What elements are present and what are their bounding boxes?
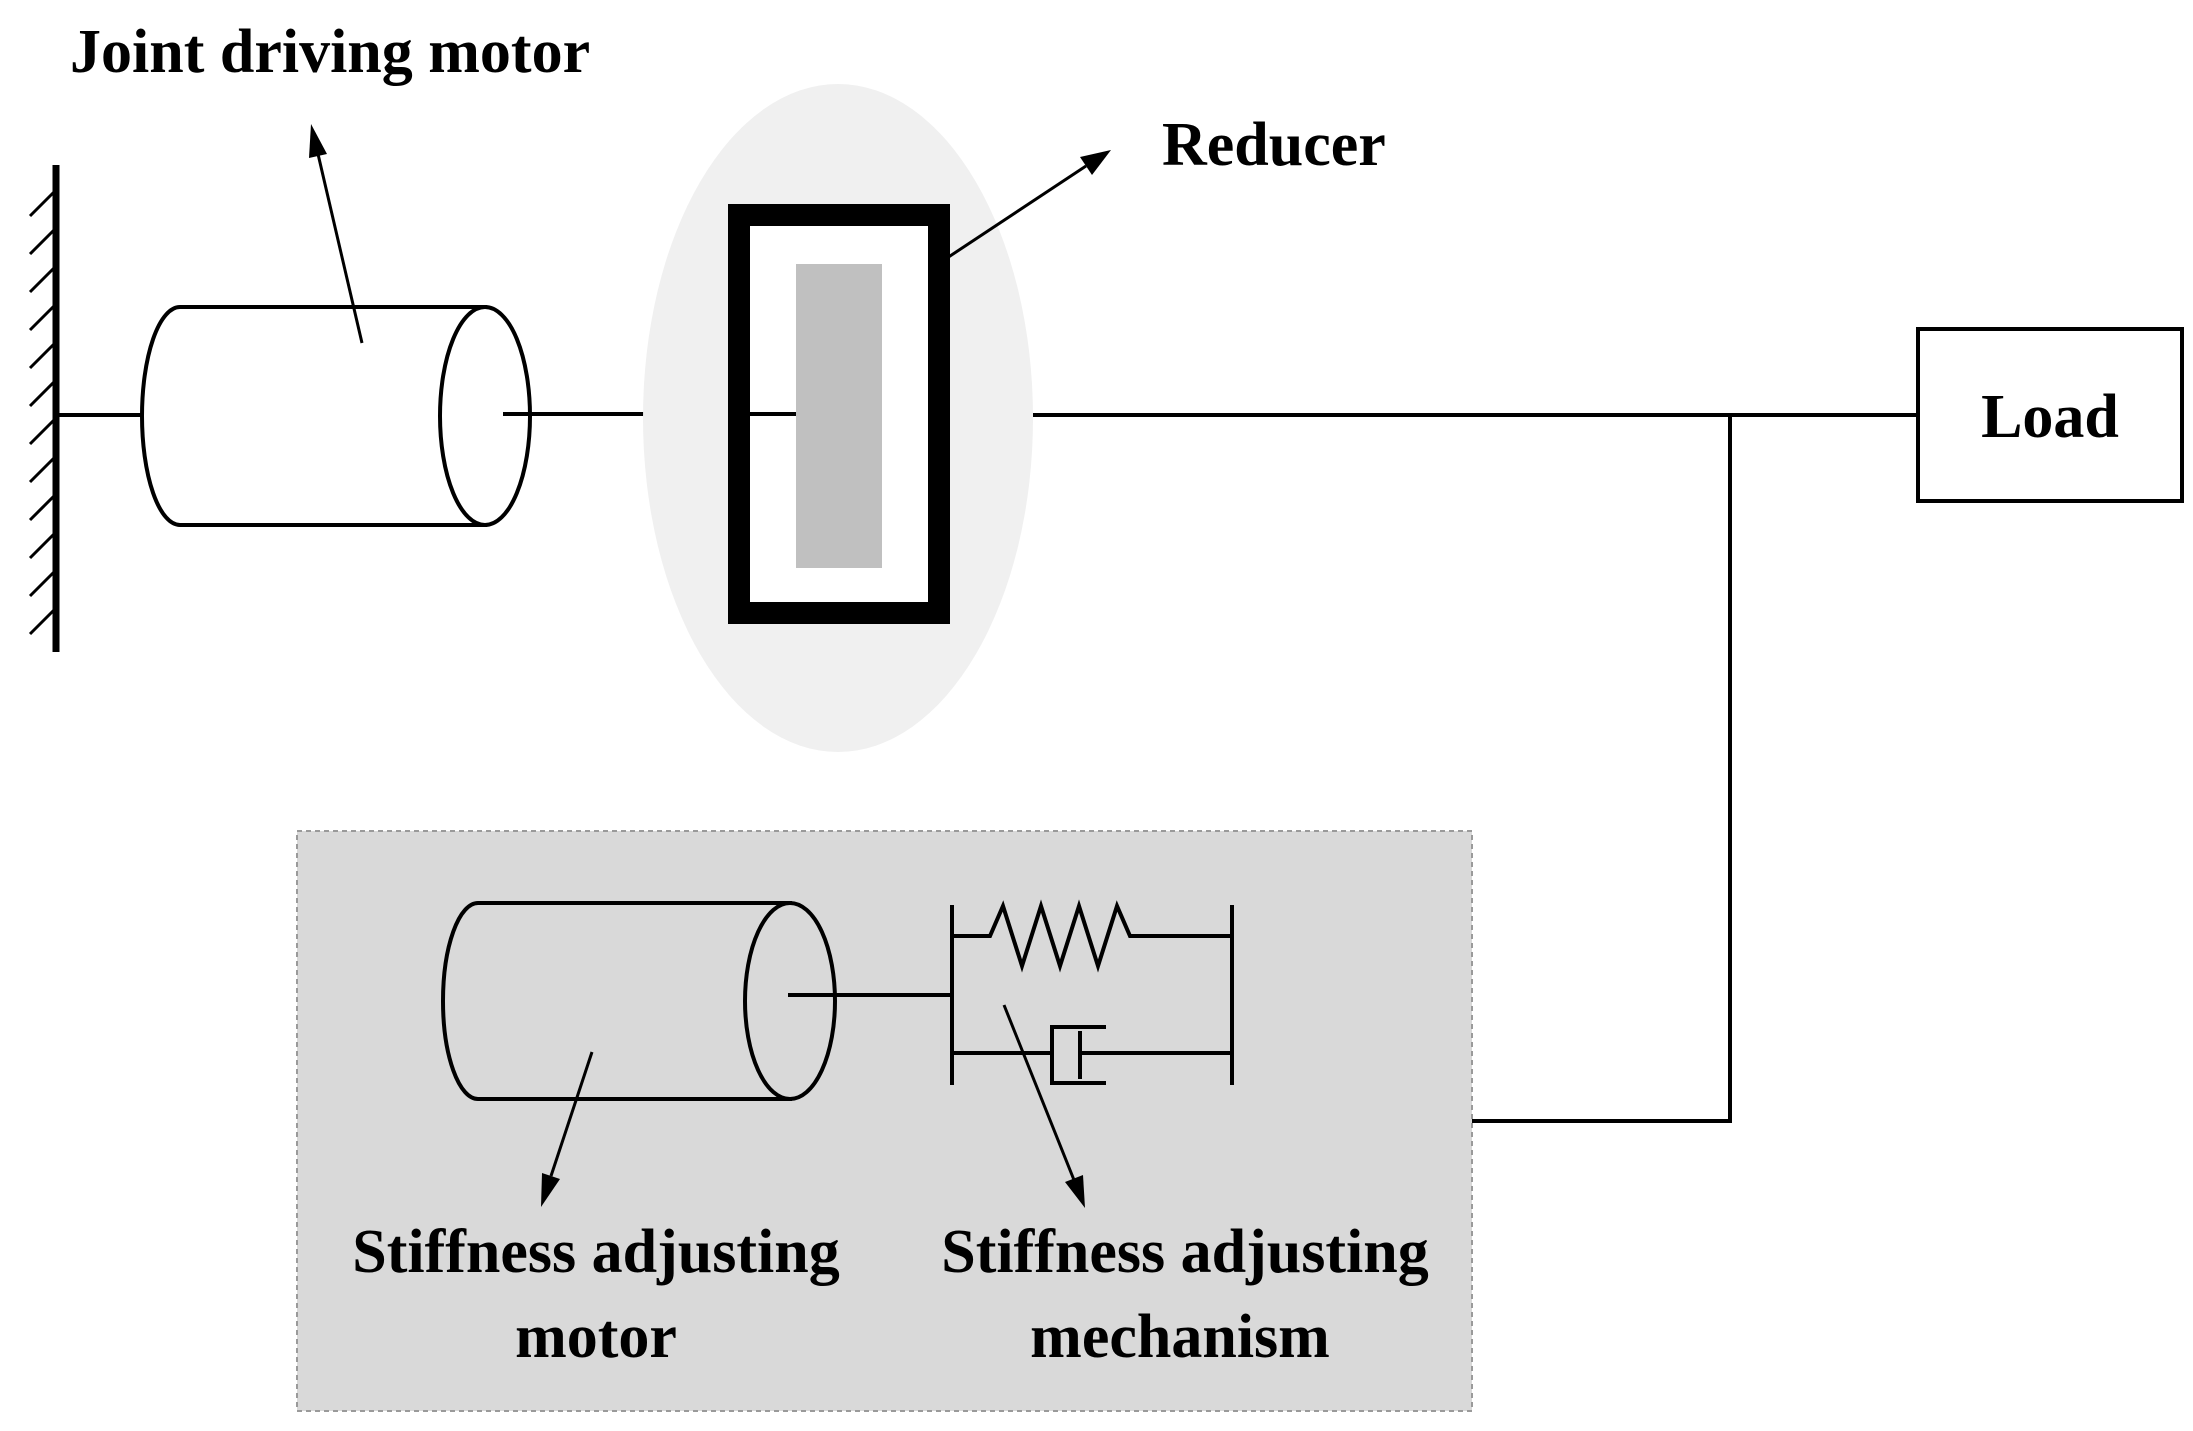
joint-driving-motor-label: Joint driving motor	[70, 18, 590, 86]
stiffness-adjusting-motor	[441, 901, 837, 1101]
spring-icon	[952, 899, 1232, 973]
adjusting-motor-arrowhead-icon	[541, 1173, 560, 1207]
mechanism-leader	[1002, 1004, 1076, 1181]
reducer	[643, 84, 1033, 752]
load-block: Load	[1916, 327, 2184, 503]
ground-hatching	[28, 188, 58, 636]
adjusting-motor-leader	[549, 1051, 594, 1177]
damper-icon	[1050, 1025, 1106, 1085]
load-label: Load	[1981, 383, 2119, 451]
leader-arrows	[316, 153, 1087, 1181]
stiffness-adjusting-mechanism	[950, 899, 1234, 1085]
stiffness-adjusting-motor-label-line2: motor	[515, 1303, 677, 1371]
reducer-leader	[943, 164, 1087, 262]
fixed-ground	[28, 165, 60, 652]
adjusting-motor-end-face	[743, 901, 837, 1101]
stiffness-adjusting-unit	[296, 830, 1473, 1412]
mechanism-arrowhead-icon	[1065, 1175, 1085, 1208]
joint-driving-motor	[140, 305, 532, 527]
reducer-arrowhead-icon	[1080, 150, 1111, 175]
joint-motor-arrowhead-icon	[309, 124, 327, 158]
adjusting-motor-body	[441, 901, 792, 1101]
arrowheads	[309, 124, 1111, 1208]
reducer-label: Reducer	[1162, 111, 1386, 179]
stiffness-adjusting-mechanism-label-line1: Stiffness adjusting	[941, 1218, 1429, 1286]
joint-motor-body	[140, 305, 487, 527]
load-box	[1916, 327, 2184, 503]
stiffness-adjusting-mechanism-label-line2: mechanism	[1030, 1303, 1330, 1371]
reducer-core	[796, 264, 882, 568]
stiffness-adjusting-motor-label-line1: Stiffness adjusting	[352, 1218, 840, 1286]
joint-motor-leader	[316, 153, 364, 344]
branch-connection	[1472, 415, 1732, 1123]
